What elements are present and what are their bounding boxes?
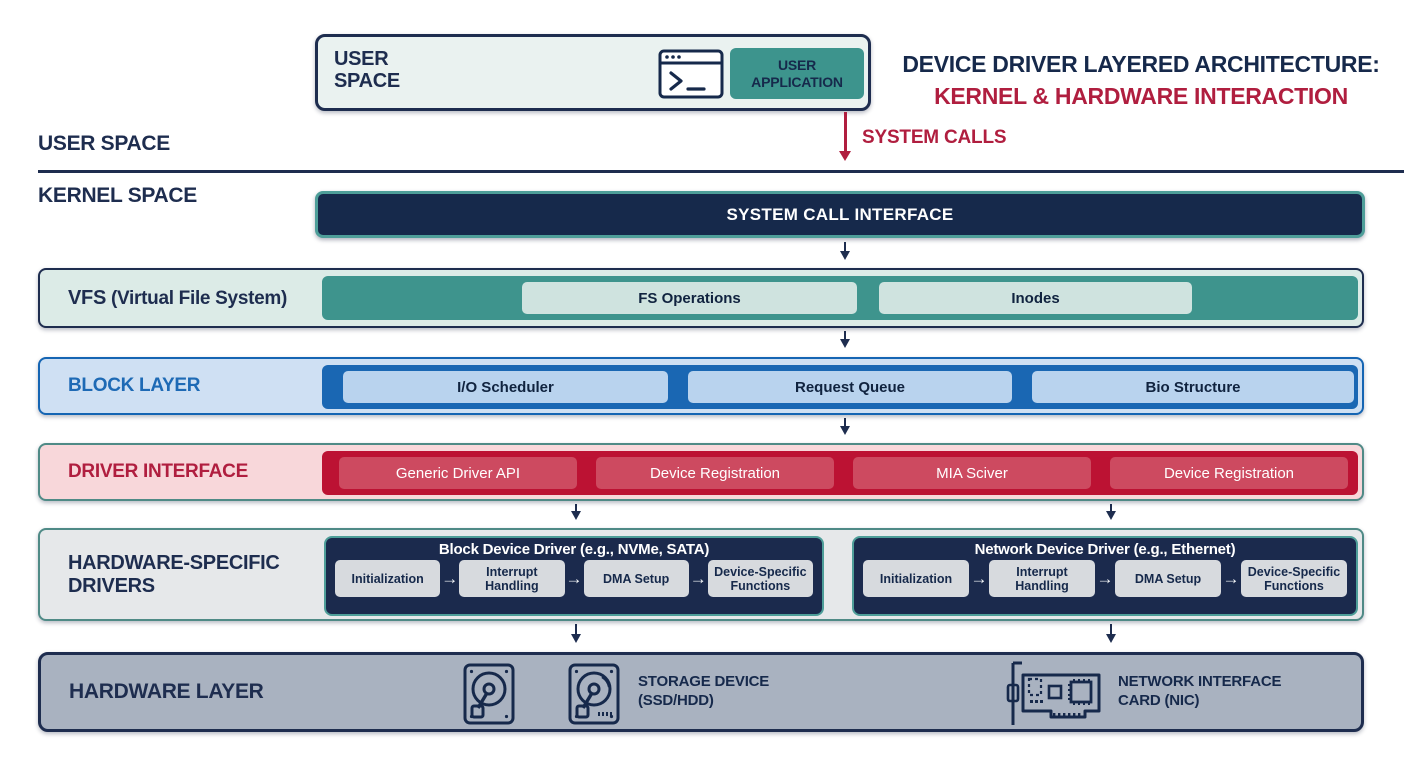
step-arrow-icon xyxy=(690,570,707,587)
block-item-io-scheduler: I/O Scheduler xyxy=(343,371,668,403)
step-initialization: Initialization xyxy=(863,560,969,597)
hardware-layer-label: HARDWARE LAYER xyxy=(69,680,264,704)
user-application-line2: APPLICATION xyxy=(751,73,843,90)
step-device-specific-functions: Device-Specific Functions xyxy=(707,560,813,597)
system-calls-arrow xyxy=(839,112,851,161)
driver-inner-bar: Generic Driver API Device Registration M… xyxy=(322,451,1358,495)
storage-device-line2: (SSD/HDD) xyxy=(638,692,714,709)
vfs-item-fs-operations: FS Operations xyxy=(522,282,857,314)
driver-interface-label: DRIVER INTERFACE xyxy=(68,461,248,483)
system-call-interface-bar: SYSTEM CALL INTERFACE xyxy=(315,191,1365,238)
down-arrow-vfs-to-block xyxy=(840,331,850,348)
down-arrow-blockdrv-to-hw xyxy=(571,624,581,643)
network-device-driver-steps: Initialization Interrupt Handling DMA Se… xyxy=(854,558,1356,597)
block-inner-bar: I/O Scheduler Request Queue Bio Structur… xyxy=(322,365,1358,409)
user-kernel-divider xyxy=(38,170,1404,173)
down-arrow-driver-to-netdrv xyxy=(1106,504,1116,520)
step-arrow-icon xyxy=(441,570,458,587)
kernel-space-label: KERNEL SPACE xyxy=(38,184,197,207)
page-title-line2: KERNEL & HARDWARE INTERACTION xyxy=(934,83,1348,110)
nic-line2: CARD (NIC) xyxy=(1118,692,1200,709)
block-layer-label: BLOCK LAYER xyxy=(68,375,201,397)
hardware-specific-drivers-label: HARDWARE-SPECIFIC DRIVERS xyxy=(68,530,280,619)
step-dma-setup: DMA Setup xyxy=(583,560,689,597)
user-space-box-label: USER SPACE xyxy=(334,48,400,93)
page-title-line1: DEVICE DRIVER LAYERED ARCHITECTURE: xyxy=(902,51,1380,77)
driver-item-device-registration-1: Device Registration xyxy=(596,457,834,489)
nic-line1: NETWORK INTERFACE xyxy=(1118,673,1282,691)
user-space-label: USER SPACE xyxy=(38,132,170,155)
network-device-driver-box: Network Device Driver (e.g., Ethernet) I… xyxy=(852,536,1358,616)
block-item-request-queue: Request Queue xyxy=(688,371,1012,403)
hsd-label-line2: DRIVERS xyxy=(68,574,155,597)
block-item-bio-structure: Bio Structure xyxy=(1032,371,1354,403)
step-arrow-icon xyxy=(566,570,583,587)
step-interrupt-handling: Interrupt Handling xyxy=(459,560,565,597)
hsd-label-line1: HARDWARE-SPECIFIC xyxy=(68,552,280,575)
step-initialization: Initialization xyxy=(335,560,441,597)
terminal-icon xyxy=(658,49,724,99)
block-device-driver-title: Block Device Driver (e.g., NVMe, SATA) xyxy=(438,541,710,558)
block-device-driver-box: Block Device Driver (e.g., NVMe, SATA) I… xyxy=(324,536,824,616)
user-space-box-label-line1: USER xyxy=(334,48,389,70)
system-calls-label: SYSTEM CALLS xyxy=(862,127,1007,148)
step-arrow-icon xyxy=(1097,570,1114,587)
down-arrow-driver-to-blockdrv xyxy=(571,504,581,520)
page-title: DEVICE DRIVER LAYERED ARCHITECTURE: KERN… xyxy=(878,48,1404,112)
block-device-driver-steps: Initialization Interrupt Handling DMA Se… xyxy=(326,558,822,597)
hardware-layer: HARDWARE LAYER STORAGE DEVICE (SSD/HDD) xyxy=(38,652,1364,732)
storage-device-line1: STORAGE DEVICE xyxy=(638,673,770,691)
vfs-label-rest: (Virtual File System) xyxy=(110,287,288,309)
network-device-driver-title: Network Device Driver (e.g., Ethernet) xyxy=(974,541,1236,558)
hdd-icon xyxy=(568,663,620,725)
down-arrow-netdrv-to-hw xyxy=(1106,624,1116,643)
user-space-box: USER SPACE USER APPLICATION xyxy=(315,34,871,111)
down-arrow-block-to-driver xyxy=(840,418,850,435)
user-space-box-label-line2: SPACE xyxy=(334,70,400,93)
user-application-line1: USER xyxy=(777,56,817,73)
user-application-box: USER APPLICATION xyxy=(730,48,864,99)
nic-card-icon xyxy=(1006,661,1101,725)
storage-device-label: STORAGE DEVICE (SSD/HDD) xyxy=(638,655,769,729)
step-arrow-icon xyxy=(1223,570,1240,587)
step-device-specific-functions: Device-Specific Functions xyxy=(1241,560,1347,597)
driver-interface-layer: DRIVER INTERFACE Generic Driver API Devi… xyxy=(38,443,1364,501)
driver-item-mia-sciver: MIA Sciver xyxy=(853,457,1091,489)
hardware-specific-drivers-layer: HARDWARE-SPECIFIC DRIVERS Block Device D… xyxy=(38,528,1364,621)
vfs-label-bold: VFS xyxy=(68,286,106,309)
step-interrupt-handling: Interrupt Handling xyxy=(989,560,1095,597)
driver-item-generic-api: Generic Driver API xyxy=(339,457,577,489)
vfs-item-inodes: Inodes xyxy=(879,282,1192,314)
nic-label: NETWORK INTERFACE CARD (NIC) xyxy=(1118,655,1281,729)
step-dma-setup: DMA Setup xyxy=(1115,560,1221,597)
vfs-layer-label: VFS (Virtual File System) xyxy=(68,270,287,326)
down-arrow-sci-to-vfs xyxy=(840,242,850,260)
system-call-interface-label: SYSTEM CALL INTERFACE xyxy=(726,204,954,224)
driver-item-device-registration-2: Device Registration xyxy=(1110,457,1348,489)
step-arrow-icon xyxy=(971,570,988,587)
block-layer: BLOCK LAYER I/O Scheduler Request Queue … xyxy=(38,357,1364,415)
vfs-layer: VFS (Virtual File System) FS Operations … xyxy=(38,268,1364,328)
hdd-icon xyxy=(463,663,515,725)
vfs-inner-bar: FS Operations Inodes xyxy=(322,276,1358,320)
